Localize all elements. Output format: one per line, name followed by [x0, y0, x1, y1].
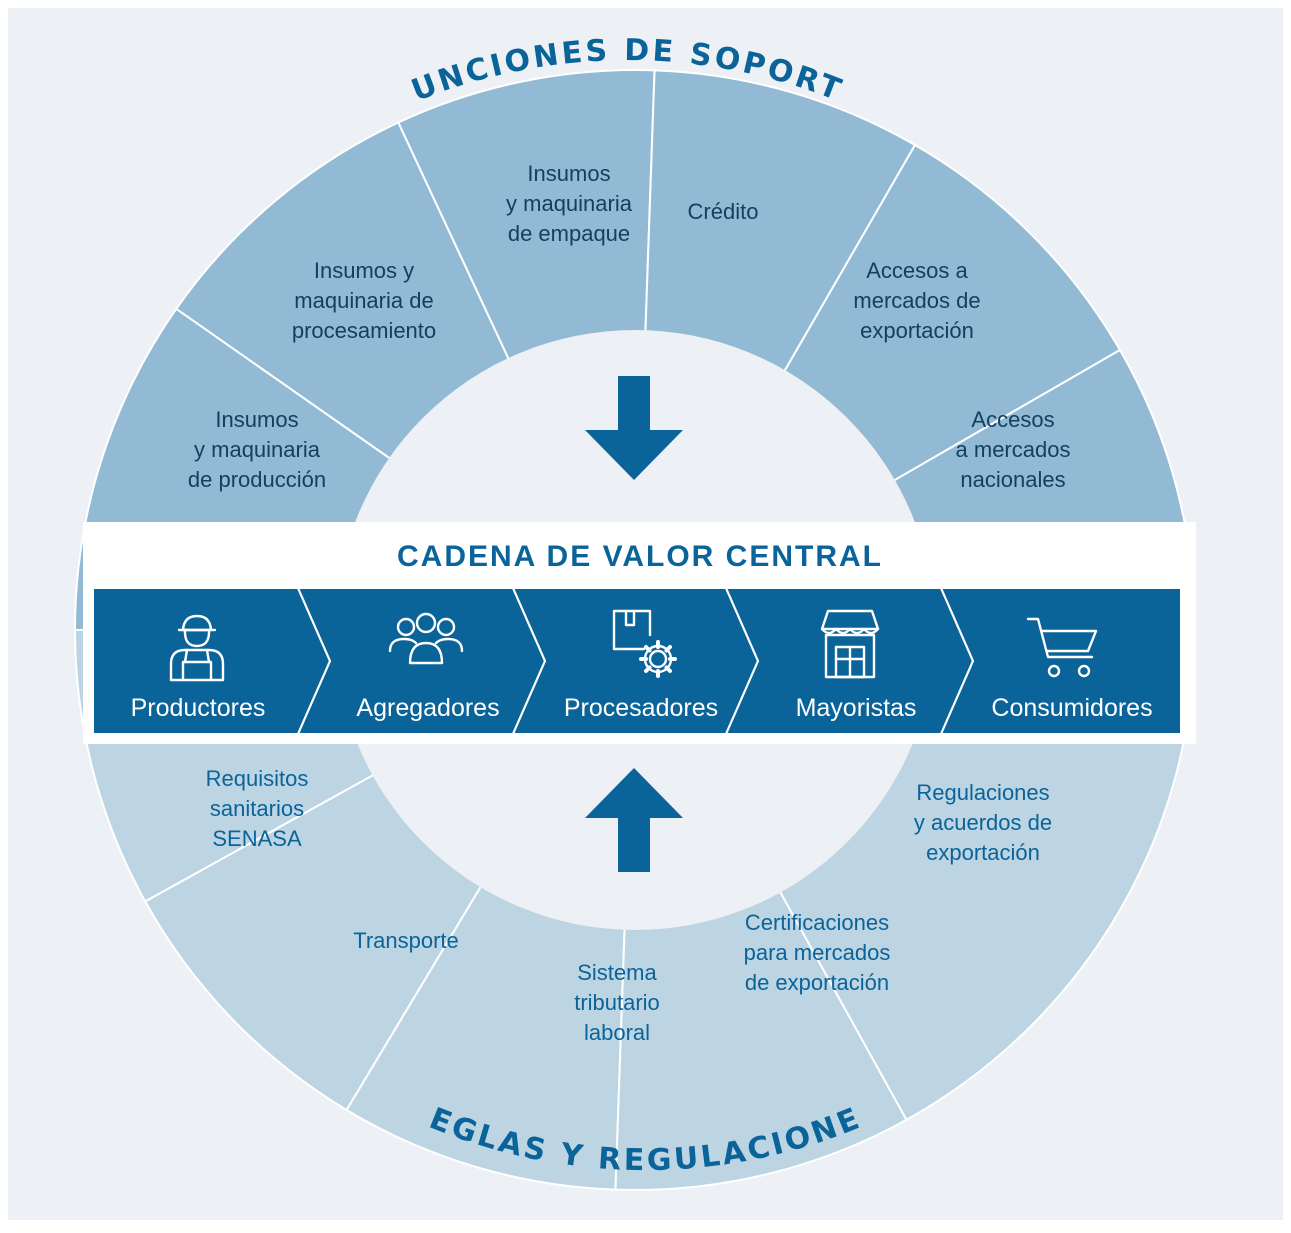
farmer-icon: [169, 614, 225, 682]
chevron-separator: [512, 587, 547, 735]
value-chain-stage-label: Procesadores: [564, 694, 718, 722]
value-chain-stages: Productores Agregadores Procesadores Mayori…: [92, 587, 1182, 735]
value-chain-stage-label: Productores: [131, 694, 266, 722]
central-value-chain-title: CADENA DE VALOR CENTRAL: [397, 540, 883, 573]
regulation-segment-label: Transporte: [353, 928, 459, 953]
value-chain-stage-label: Consumidores: [991, 694, 1152, 722]
store-icon: [820, 609, 880, 679]
group-icon: [388, 612, 464, 665]
value-chain-stage-label: Mayoristas: [796, 694, 917, 722]
cart-icon: [1026, 617, 1098, 678]
support-segment-label: Crédito: [688, 199, 759, 224]
box-gear-icon: [612, 609, 677, 678]
chevron-separator: [725, 587, 760, 735]
up-arrow-icon: [585, 768, 683, 872]
chevron-separator: [297, 587, 332, 735]
down-arrow-icon: [585, 376, 683, 480]
value-chain-stage-label: Agregadores: [356, 694, 499, 722]
chevron-separator: [940, 587, 975, 735]
